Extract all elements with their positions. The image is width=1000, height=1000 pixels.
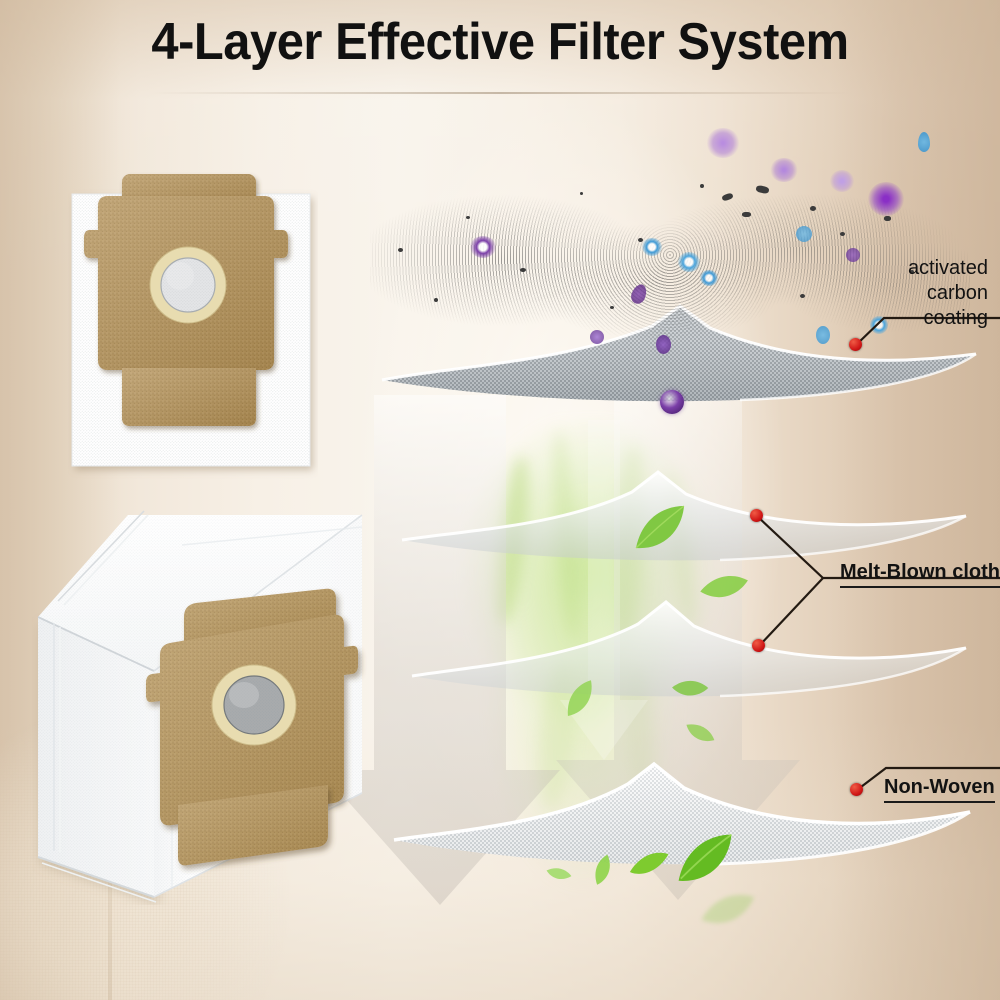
- filter-layer-melt-blown-lower: [410, 598, 970, 713]
- airflow-arrow-left: [320, 395, 560, 905]
- leaf-icon: [700, 575, 748, 598]
- callout-marker-non-woven[interactable]: [850, 783, 863, 796]
- callout-marker-activated-carbon[interactable]: [849, 338, 862, 351]
- germ-particle: [678, 252, 700, 272]
- germ-particle: [660, 390, 684, 414]
- germ-particle: [770, 158, 798, 182]
- leaf-icon: [701, 894, 755, 924]
- callout-line-2: carbon: [926, 282, 988, 304]
- airflow-arrow-center: [560, 420, 648, 760]
- product-flat-dust-bag[interactable]: [68, 172, 318, 492]
- callout-marker-melt-blown-lower[interactable]: [752, 639, 765, 652]
- page-title: 4-Layer Effective Filter System: [151, 13, 849, 71]
- dust-speck: [398, 248, 403, 252]
- germ-particle: [868, 182, 904, 216]
- callout-line-1: activated: [907, 257, 988, 279]
- title-divider: [150, 92, 850, 94]
- dust-speck: [520, 268, 526, 272]
- product-boxed-dust-bag[interactable]: [32, 505, 372, 905]
- germ-particle: [830, 170, 854, 192]
- dust-particle-cloud: [370, 120, 970, 390]
- dust-speck: [700, 184, 704, 188]
- callout-label-non-woven: Non-Woven: [884, 776, 995, 803]
- germ-particle: [918, 132, 930, 152]
- germ-particle: [816, 326, 830, 344]
- dust-speck: [434, 298, 438, 302]
- leaf-icon: [672, 681, 709, 696]
- germ-particle: [706, 128, 740, 158]
- germ-particle: [796, 226, 812, 242]
- dust-speck: [742, 212, 751, 217]
- leaf-icon: [629, 852, 669, 874]
- leaf-icon: [595, 854, 610, 885]
- germ-particle: [642, 238, 662, 256]
- dust-speck: [466, 216, 470, 219]
- germ-particle: [846, 248, 860, 262]
- leaf-icon: [686, 724, 715, 742]
- callout-line-3: coating: [923, 307, 989, 329]
- leaf-icon: [635, 505, 685, 549]
- leaf-icon: [546, 868, 572, 880]
- dust-speck: [884, 216, 891, 221]
- leaf-icon: [678, 833, 732, 881]
- callout-marker-melt-blown-upper[interactable]: [750, 509, 763, 522]
- dust-speck: [800, 294, 805, 298]
- callout-label-melt-blown-cloth: Melt-Blown cloth: [840, 561, 1000, 588]
- dust-speck: [580, 192, 583, 195]
- germ-particle: [870, 316, 888, 334]
- dust-speck: [810, 206, 816, 211]
- germ-particle: [470, 236, 496, 258]
- germ-particle: [700, 270, 718, 286]
- germ-particle: [590, 330, 604, 344]
- dust-speck: [610, 306, 614, 309]
- leaf-icon: [567, 680, 592, 716]
- callout-label-activated-carbon: activated carbon coating: [908, 256, 988, 331]
- dust-speck: [840, 232, 845, 236]
- dust-speck: [910, 270, 914, 274]
- filter-layer-melt-blown-upper: [400, 468, 970, 578]
- germ-particle: [656, 335, 671, 354]
- dust-speck: [638, 238, 643, 242]
- filter-layer-non-woven: [392, 760, 972, 885]
